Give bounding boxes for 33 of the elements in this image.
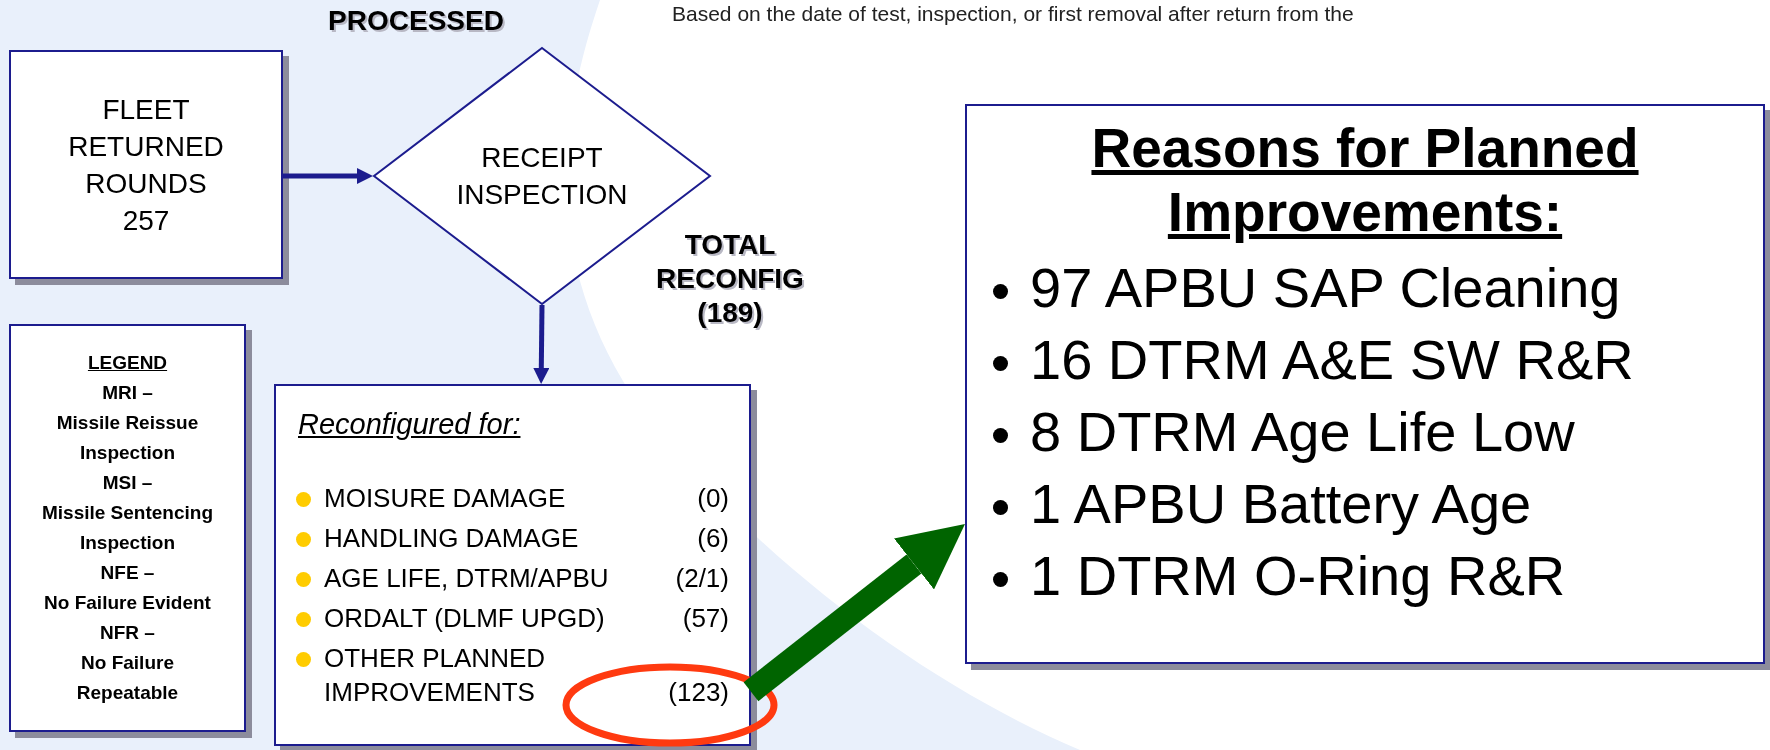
item-count: (57) bbox=[681, 602, 729, 635]
bullet-item: 8 DTRM Age Life Low bbox=[1030, 399, 1575, 465]
arrow bbox=[283, 168, 373, 184]
legend-text: NFR – bbox=[100, 621, 155, 645]
list-item: HANDLING DAMAGE bbox=[324, 522, 580, 555]
item-count: (6) bbox=[696, 522, 729, 555]
arrow bbox=[533, 304, 550, 384]
item-count: (0) bbox=[696, 482, 729, 515]
diamond-label: RECEIPT INSPECTION bbox=[455, 141, 629, 212]
legend-text: Missile Reissue Inspection bbox=[55, 411, 200, 465]
legend-text: Missile Sentencing Inspection bbox=[40, 501, 214, 555]
flow-label: TOTAL RECONFIG (189) bbox=[655, 228, 805, 330]
list-item: MOISURE DAMAGE bbox=[324, 482, 567, 515]
bullet-item: 1 DTRM O-Ring R&R bbox=[1030, 543, 1566, 609]
item-count: (2/1) bbox=[674, 562, 729, 595]
bullet-item: 1 APBU Battery Age bbox=[1030, 471, 1532, 537]
bullet-item: 16 DTRM A&E SW R&R bbox=[1030, 327, 1634, 393]
legend-heading: LEGEND bbox=[87, 351, 168, 375]
note-text: Based on the date of test, inspection, or first removal after return from the bbox=[672, 2, 1355, 26]
bullet-item: 97 APBU SAP Cleaning bbox=[1030, 255, 1621, 321]
callout-heading: Reasons for Planned Improvements: bbox=[1090, 116, 1640, 244]
flow-label: PROCESSED bbox=[327, 4, 505, 38]
legend-text: NFE – bbox=[100, 561, 155, 585]
item-count: (123) bbox=[668, 676, 729, 709]
box-label: FLEET RETURNED ROUNDS 257 bbox=[67, 92, 225, 238]
list-item: ORDALT (DLMF UPGD) bbox=[324, 602, 606, 635]
legend-text: No Failure Repeatable bbox=[75, 651, 180, 705]
legend-text: MSI – bbox=[102, 471, 153, 495]
list-heading: Reconfigured for: bbox=[298, 408, 521, 441]
list-item: OTHER PLANNED IMPROVEMENTS bbox=[324, 642, 547, 709]
legend-text: No Failure Evident bbox=[44, 591, 211, 615]
legend-text: MRI – bbox=[102, 381, 153, 405]
list-item: AGE LIFE, DTRM/APBU bbox=[324, 562, 610, 595]
